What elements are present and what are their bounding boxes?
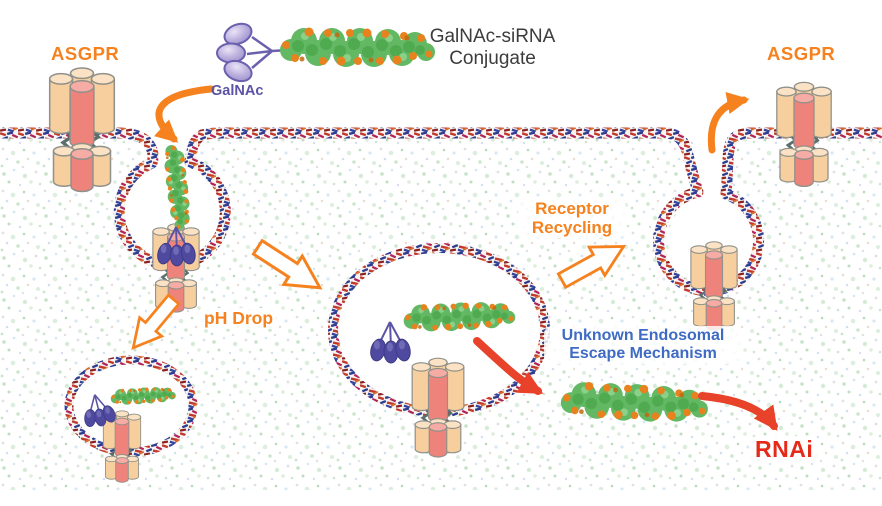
asgpr-label-left: ASGPR — [51, 43, 120, 64]
arrow-receptor-return — [707, 91, 750, 154]
ph-drop-label: pH Drop — [198, 308, 280, 330]
arrow-endosomal-escape — [473, 337, 544, 395]
receptor-recycling-label: Receptor Recycling — [518, 199, 626, 238]
endosomal-escape-line1: Unknown Endosomal — [561, 327, 725, 344]
rnai-label: RNAi — [749, 436, 820, 464]
receptor-recycling-line2: Recycling — [531, 217, 613, 237]
endosomal-escape-label: Unknown Endosomal Escape Mechanism — [544, 326, 742, 364]
arrow-internalization — [154, 85, 215, 143]
receptor-recycling-line1: Receptor — [535, 199, 609, 218]
galnac-ligand-conjugate — [216, 22, 290, 83]
asgpr-label-right: ASGPR — [767, 43, 836, 64]
asgpr-receptor-right — [777, 82, 831, 186]
conjugate-title-line1: GalNAc-siRNA — [429, 26, 556, 47]
conjugate-title-line2: Conjugate — [449, 48, 536, 69]
endosomal-escape-line2: Escape Mechanism — [569, 345, 717, 362]
asgpr-receptor-left — [50, 68, 115, 192]
arrow-to-rnai — [698, 392, 778, 431]
receptor-in-endosome — [412, 358, 464, 457]
galnac-label: GalNAc — [211, 83, 264, 99]
conjugate-title: GalNAc-siRNA Conjugate — [405, 26, 580, 70]
receptor-in-recycling-vesicle — [691, 242, 737, 330]
plasma-membrane — [0, 127, 882, 297]
